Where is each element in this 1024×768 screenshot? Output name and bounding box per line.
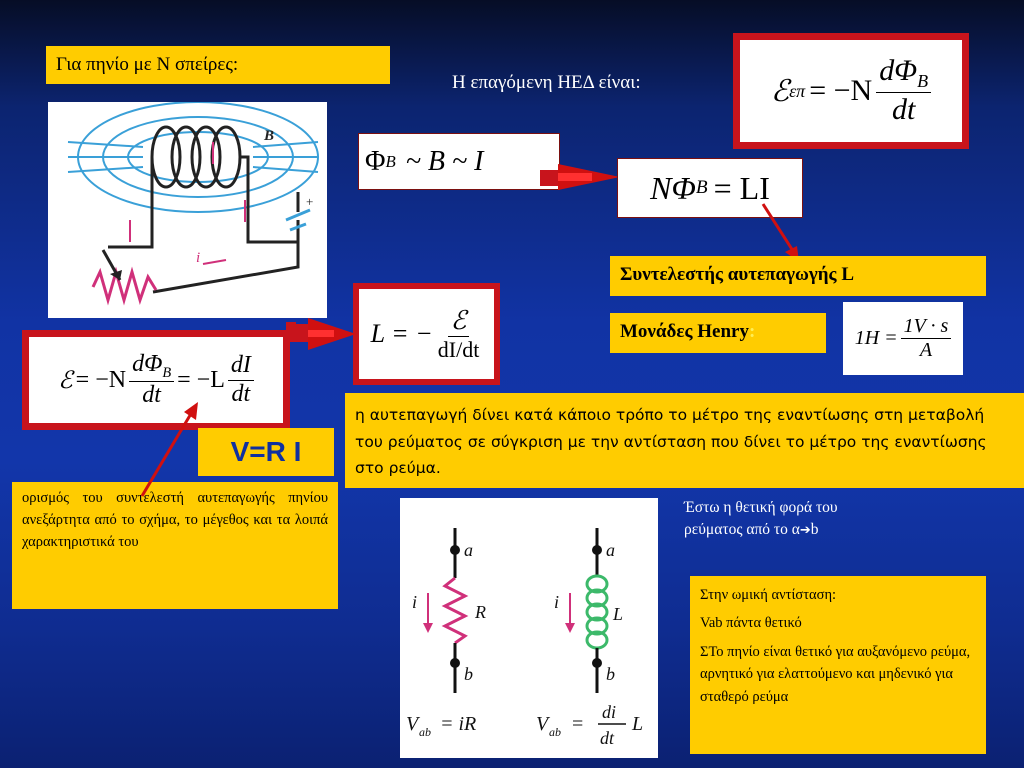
svg-text:V: V (406, 713, 421, 735)
vri-label-box: V=R I (198, 428, 334, 476)
svg-text:dt: dt (600, 728, 615, 748)
L-definition-formula: L = − ℰ dI/dt (353, 283, 500, 385)
circuit-figure: a b i R a b i L V ab = iR V ab = di dt (400, 498, 658, 758)
direction-note-line2: ρεύματος από το α➔b (684, 521, 819, 539)
units-label-box: Μονάδες Henry: (610, 313, 826, 353)
coil-figure: + B i (48, 101, 327, 318)
solenoid-diagram: + B i (67, 101, 319, 306)
resistor-inductor-diagram: a b i R a b i L V ab = iR V ab = di dt (406, 528, 643, 748)
title-box: Για πηνίο με Ν σπείρες: (46, 46, 390, 84)
svg-text:L: L (631, 713, 643, 735)
ohmic-resistance-box: Στην ωμική αντίσταση: Vab πάντα θετικό Σ… (690, 576, 986, 754)
induced-emf-label: Η επαγόμενη ΗΕΔ είναι: (452, 72, 641, 93)
svg-text:a: a (606, 540, 615, 560)
svg-text:a: a (464, 540, 473, 560)
svg-text:= iR: = iR (440, 713, 476, 735)
coefficient-label-box: Συντελεστής αυτεπαγωγής L (610, 256, 986, 296)
direction-note: Έστω η θετική φορά του ρεύματος από το α… (684, 497, 924, 542)
svg-text:R: R (474, 602, 486, 622)
svg-text:=: = (572, 713, 583, 735)
svg-text:V: V (536, 713, 551, 735)
emf-self-formula: ℰ = −N dΦB dt = −L dI dt (22, 330, 290, 430)
svg-text:+: + (306, 194, 313, 209)
svg-text:ab: ab (549, 725, 561, 739)
svg-text:B: B (263, 128, 274, 144)
explanation-box: η αυτεπαγωγή δίνει κατά κάποιο τρόπο το … (345, 393, 1024, 488)
right-arrow-L (290, 318, 356, 350)
ohmic-line1: Στην ωμική αντίσταση: (700, 587, 837, 603)
svg-text:L: L (612, 604, 623, 624)
title-text: Για πηνίο με Ν σπείρες: (56, 54, 239, 75)
direction-note-line1: Έστω η θετική φορά του (684, 499, 838, 516)
svg-text:i: i (554, 592, 559, 612)
ohmic-line2: Vab πάντα θετικό (700, 615, 802, 632)
right-arrow-icon: ➔ (799, 523, 811, 539)
svg-text:i: i (412, 592, 417, 612)
svg-text:i: i (196, 250, 200, 266)
svg-text:b: b (464, 664, 473, 684)
definition-pointer-arrow (140, 402, 198, 497)
svg-text:di: di (602, 702, 616, 722)
arrow-link-bar (286, 322, 296, 340)
ohmic-line3: ΣΤο πηνίο είναι θετικό για αυξανόμενο ρε… (700, 643, 971, 705)
henry-formula: 1H = 1V · s A (843, 302, 963, 375)
svg-text:b: b (606, 664, 615, 684)
right-arrow (540, 164, 620, 190)
svg-text:ab: ab (419, 725, 431, 739)
definition-note-box: ορισμός του συντελεστή αυτεπαγωγής πηνίο… (12, 482, 338, 609)
